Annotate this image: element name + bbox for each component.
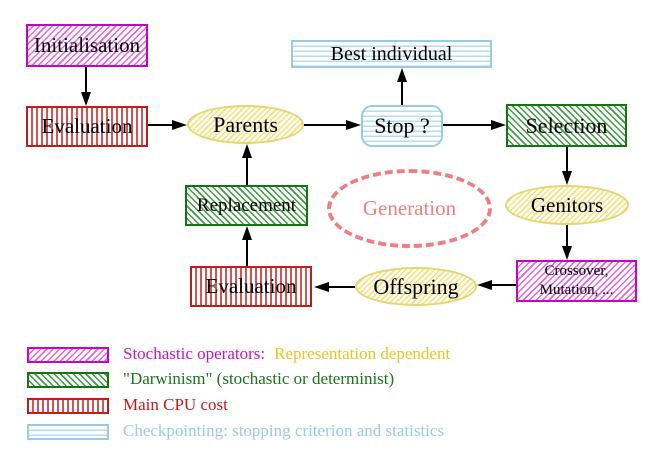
- arrow-stop-best-head: [397, 68, 407, 82]
- arrow-crossover-offspring-head: [477, 280, 492, 290]
- arrow-selection-genitors-head: [562, 171, 572, 185]
- arrow-genitors-crossover-line: [566, 225, 568, 247]
- node-replacement-label: Replacement: [196, 194, 297, 216]
- node-selection: Selection: [506, 104, 627, 147]
- node-crossover-label: Crossover,: [544, 263, 609, 280]
- node-genitors: Genitors: [505, 185, 629, 225]
- arrow-stop-selection-head: [491, 120, 506, 130]
- arrow-stop-selection-line: [443, 124, 491, 126]
- node-initialisation: Initialisation: [26, 24, 148, 67]
- node-parents: Parents: [187, 105, 304, 144]
- arrow-eval-parents-head: [172, 120, 187, 130]
- node-generation-label: Generation: [362, 196, 457, 220]
- node-offspring: Offspring: [355, 267, 477, 306]
- legend-item-cpu: Main CPU cost: [123, 395, 228, 414]
- arrow-parents-stop-line: [304, 124, 348, 126]
- arrow-selection-genitors-line: [566, 147, 568, 172]
- node-replacement: Replacement: [185, 185, 308, 226]
- node-generation: Generation: [327, 169, 492, 248]
- arrow-eval-parents-line: [148, 124, 174, 126]
- node-best-individual-label: Best individual: [330, 42, 453, 65]
- node-stop-label: Stop ?: [374, 113, 430, 138]
- node-evaluation-bottom: Evaluation: [190, 266, 312, 307]
- legend-swatch-darwinism: [27, 372, 109, 388]
- node-crossover-mutation: Crossover, Mutation, ...: [516, 260, 637, 302]
- node-initialisation-label: Initialisation: [33, 33, 141, 57]
- legend-stochastic-suffix: Representation dependent: [274, 344, 451, 363]
- arrow-init-eval-head: [81, 92, 91, 106]
- node-offspring-label: Offspring: [373, 273, 459, 299]
- node-parents-label: Parents: [213, 111, 278, 137]
- node-selection-label: Selection: [525, 112, 608, 138]
- node-genitors-label: Genitors: [530, 192, 604, 217]
- arrow-genitors-crossover-head: [562, 246, 572, 260]
- legend-swatch-stochastic: [27, 347, 109, 363]
- legend-item-darwinism: "Darwinism" (stochastic or determinist): [123, 369, 395, 388]
- arrow-eval-replacement-head: [242, 226, 252, 240]
- arrow-offspring-eval-line: [329, 286, 355, 288]
- node-evaluation-top-label: Evaluation: [41, 114, 133, 138]
- legend-swatch-checkpointing: [27, 424, 109, 440]
- node-mutation-label: Mutation, ...: [539, 282, 614, 298]
- node-evaluation-bottom-label: Evaluation: [205, 274, 297, 298]
- arrow-stop-best-line: [401, 82, 403, 105]
- legend-stochastic-label: Stochastic operators:: [123, 344, 266, 363]
- arrow-replacement-parents-head: [242, 144, 252, 158]
- node-best-individual: Best individual: [291, 40, 492, 68]
- legend-swatch-cpu: [27, 398, 109, 414]
- node-evaluation-top: Evaluation: [26, 106, 148, 147]
- legend-item-stochastic: Stochastic operators: Representation depe…: [123, 344, 450, 364]
- arrow-crossover-offspring-line: [492, 284, 516, 286]
- arrow-replacement-parents-line: [246, 158, 248, 185]
- arrow-eval-replacement-line: [246, 240, 248, 266]
- arrow-offspring-eval-head: [314, 282, 329, 292]
- legend-item-checkpointing: Checkpointing: stopping criterion and st…: [123, 421, 445, 440]
- arrow-init-eval-line: [85, 67, 87, 93]
- node-stop: Stop ?: [361, 105, 443, 147]
- arrow-parents-stop-head: [346, 120, 361, 130]
